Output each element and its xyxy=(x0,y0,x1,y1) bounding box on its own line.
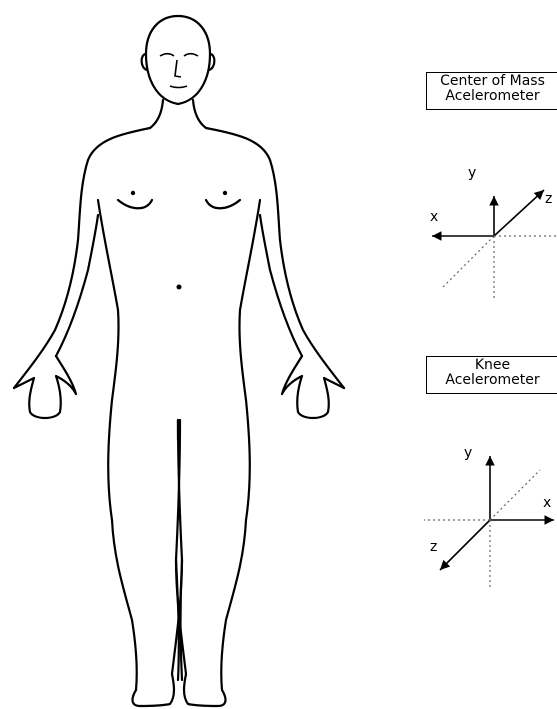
knee-x-label: x xyxy=(543,496,551,510)
knee-z-axis xyxy=(440,520,490,570)
knee-z-label: z xyxy=(430,540,437,554)
knee-y-label: y xyxy=(464,446,472,460)
knee-z-axis-neg xyxy=(490,470,540,520)
